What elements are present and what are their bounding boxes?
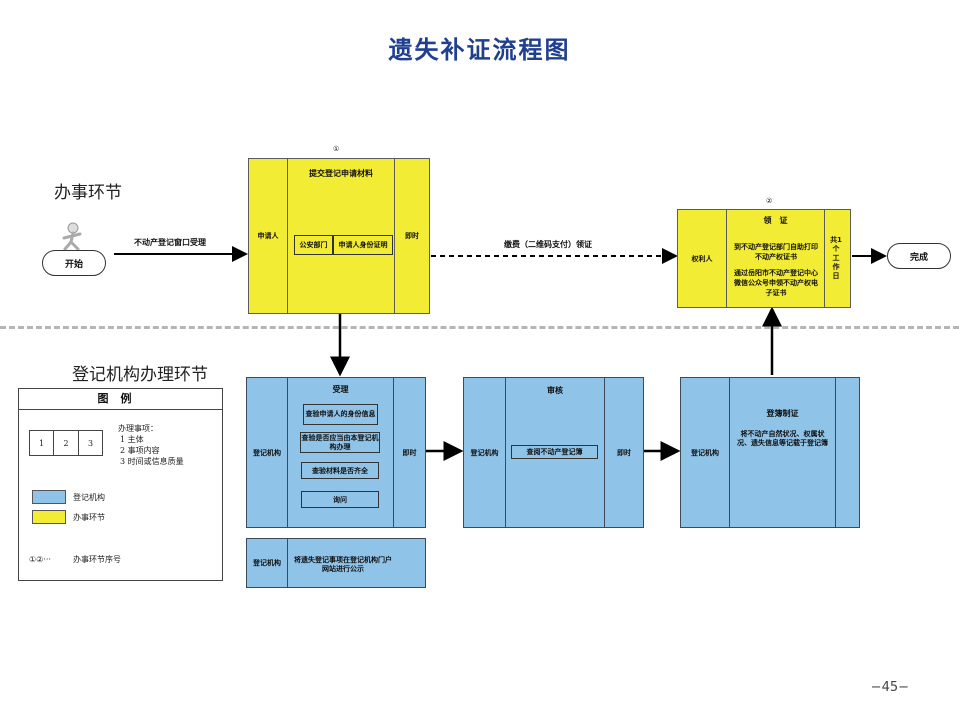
legend-sample-box: 1 2 3 <box>29 430 103 456</box>
review-title: 审核 <box>547 386 563 395</box>
page-title: 遗失补证流程图 <box>388 35 571 64</box>
legend-item-1: 1 主体 <box>120 435 144 444</box>
review-box: 登记机构 审核 查阅不动产登记簿 即时 <box>463 377 644 528</box>
legend-label-yellow: 办事环节 <box>73 513 105 522</box>
legend-label-blue: 登记机构 <box>73 493 105 502</box>
legend-seq-symbol: ①②··· <box>29 555 51 564</box>
submit-item-id: 申请人身份证明 <box>333 235 393 255</box>
review-item-registry: 查阅不动产登记簿 <box>511 445 598 459</box>
accept-role: 登记机构 <box>253 448 281 457</box>
arrow-label-fee: 缴费（二维码支付）领证 <box>504 240 592 249</box>
person-icon <box>62 222 82 251</box>
publish-role: 登记机构 <box>253 558 281 567</box>
collect-title: 领 证 <box>763 216 788 225</box>
legend-items-title: 办理事项： <box>118 424 158 433</box>
publish-box: 登记机构 将遗失登记事项在登记机构门户网站进行公示 <box>246 538 426 588</box>
accept-item-inquiry: 询问 <box>301 491 379 508</box>
submit-item-police: 公安部门 <box>294 235 333 255</box>
end-node: 完成 <box>887 243 951 269</box>
review-role: 登记机构 <box>470 448 499 457</box>
legend-cell-1: 1 <box>38 438 45 448</box>
arrow-label-window: 不动产登记窗口受理 <box>134 238 206 247</box>
accept-item-jurisdiction: 查验是否应当由本登记机构办理 <box>300 432 380 453</box>
legend: 图例 1 2 3 办理事项： 1 主体 2 事项内容 3 时间或信息质量 登记机… <box>18 388 223 581</box>
register-box: 登记机构 登簿制证 将不动产自然状况、权属状况、遗失信息等记载于登记簿 <box>680 377 860 528</box>
register-title: 登簿制证 <box>766 409 799 418</box>
register-text: 将不动产自然状况、权属状况、遗失信息等记载于登记簿 <box>737 430 828 447</box>
section-label-top: 办事环节 <box>54 183 122 203</box>
legend-seq-label: 办事环节序号 <box>73 555 121 564</box>
publish-text: 将遗失登记事项在登记机构门户网站进行公示 <box>294 556 392 573</box>
collect-timing: 共1个工作日 <box>830 236 842 280</box>
step-index-2: ② <box>766 197 773 205</box>
submit-box: 申请人 提交登记申请材料 公安部门 申请人身份证明 即时 <box>248 158 430 314</box>
collect-text-wechat: 通过岳阳市不动产登记中心微信公众号申领不动产权电子证书 <box>734 269 818 297</box>
accept-title: 受理 <box>332 385 349 394</box>
collect-role: 权利人 <box>691 254 713 263</box>
submit-role: 申请人 <box>257 232 279 240</box>
legend-item-2: 2 事项内容 <box>120 446 160 455</box>
submit-timing: 即时 <box>405 232 419 240</box>
collect-text-print: 到不动产登记部门自助打印不动产权证书 <box>734 243 818 261</box>
legend-cell-3: 3 <box>87 438 94 448</box>
section-divider <box>0 326 959 329</box>
accept-timing: 即时 <box>402 448 417 457</box>
legend-swatch-blue <box>32 490 66 504</box>
submit-title: 提交登记申请材料 <box>309 169 373 178</box>
review-timing: 即时 <box>617 448 631 457</box>
page-number: −45− <box>870 680 909 695</box>
accept-item-materials: 查验材料是否齐全 <box>301 462 379 479</box>
legend-swatch-yellow <box>32 510 66 524</box>
step-index-1: ① <box>333 145 340 153</box>
legend-item-3: 3 时间或信息质量 <box>120 457 184 466</box>
accept-item-identity: 查验申请人的身份信息 <box>303 404 378 425</box>
accept-box: 登记机构 受理 查验申请人的身份信息 查验是否应当由本登记机构办理 查验材料是否… <box>246 377 426 528</box>
register-role: 登记机构 <box>691 448 719 457</box>
start-node: 开始 <box>42 250 106 276</box>
legend-cell-2: 2 <box>63 438 69 448</box>
section-label-bottom: 登记机构办理环节 <box>72 365 208 385</box>
collect-box: 权利人 领 证 到不动产登记部门自助打印不动产权证书 通过岳阳市不动产登记中心微… <box>677 209 851 308</box>
legend-title: 图例 <box>19 389 222 410</box>
